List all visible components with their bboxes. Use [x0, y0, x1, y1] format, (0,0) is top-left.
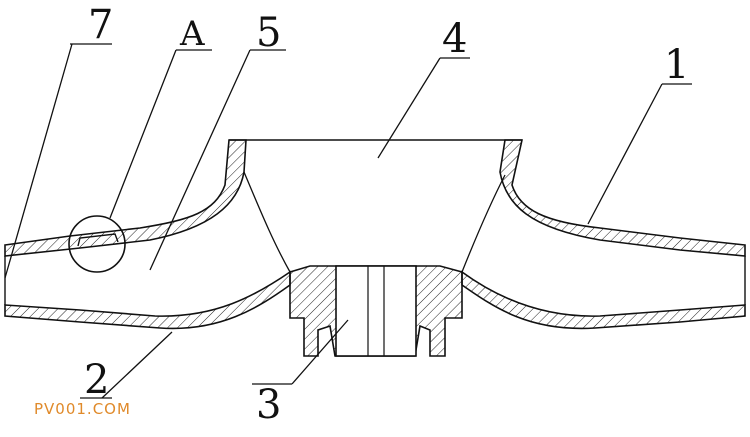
upper-shroud-right	[499, 139, 746, 257]
leader-a	[109, 49, 177, 219]
label-a: A	[179, 14, 205, 54]
blade-right	[461, 174, 506, 273]
detail-circle-a	[68, 215, 126, 273]
label-2: 2	[84, 357, 109, 403]
leader-4	[377, 57, 441, 159]
leader-3	[291, 319, 349, 385]
label-5: 5	[256, 10, 281, 56]
watermark: PV001.COM	[34, 400, 131, 418]
groove-detail	[77, 233, 119, 247]
label-3: 3	[256, 382, 281, 428]
leader-7	[4, 43, 73, 279]
leader-1	[587, 83, 663, 225]
leader-5	[149, 49, 251, 271]
lower-plate-right	[461, 270, 746, 330]
shaft-bore	[335, 265, 417, 357]
label-1: 1	[664, 42, 689, 88]
label-4: 4	[442, 16, 467, 62]
blade-left	[243, 171, 291, 273]
lower-plate-left	[4, 270, 291, 330]
leader-2	[101, 331, 173, 399]
upper-shroud-left	[4, 139, 247, 257]
label-7: 7	[88, 2, 113, 48]
